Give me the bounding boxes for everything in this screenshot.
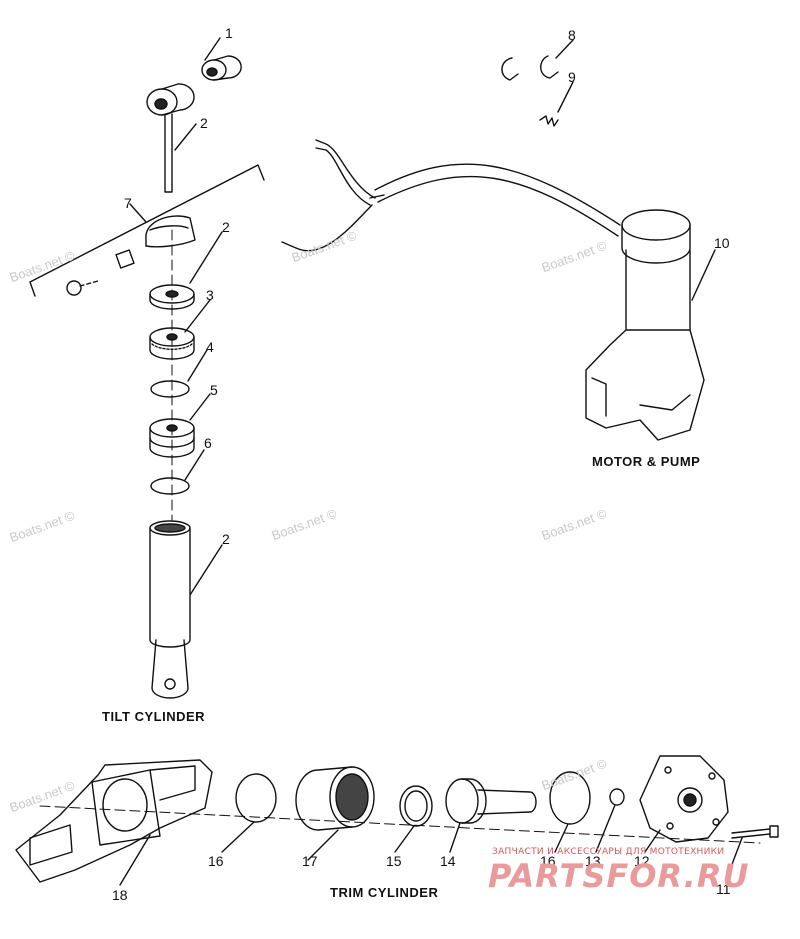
- part-oring-6: [150, 477, 190, 495]
- callout-number: 11: [716, 881, 731, 897]
- callout-number: 1: [225, 25, 233, 41]
- callout-number: 2: [222, 531, 230, 547]
- callout-number: 17: [302, 853, 318, 869]
- caption-trim-cylinder: TRIM CYLINDER: [330, 885, 439, 900]
- part-bushing-1: [201, 55, 242, 81]
- part-piston-rod-14: [445, 778, 537, 824]
- callout-number: 3: [206, 287, 214, 303]
- part-harness: [281, 139, 621, 252]
- part-pin-2: [146, 83, 195, 193]
- callout-number: 4: [206, 339, 214, 355]
- part-cylinder-2: [149, 520, 191, 699]
- partner-tagline: ЗАПЧАСТИ И АКСЕССУАРЫ ДЛЯ МОТОТЕХНИКИ: [492, 847, 725, 857]
- callout-number: 8: [568, 27, 576, 43]
- callout-number: 13: [585, 853, 601, 869]
- caption-motor-pump: MOTOR & PUMP: [592, 454, 701, 469]
- part-housing-18: [15, 759, 213, 883]
- callout-number: 16: [208, 853, 224, 869]
- callout-number: 10: [714, 235, 730, 251]
- part-motor-pump-10: [585, 209, 705, 441]
- callout-number: 5: [210, 382, 218, 398]
- part-oring-4: [150, 380, 190, 398]
- callout-number: 7: [124, 195, 132, 211]
- part-bolt-11: [731, 825, 779, 839]
- part-oring-16b: [549, 771, 591, 825]
- partner-logo: PARTSFOR.RU: [488, 857, 750, 895]
- callout-number: 16: [540, 853, 556, 869]
- part-oring-16a: [235, 773, 277, 823]
- part-end-cap-12: [639, 755, 729, 843]
- callout-number: 12: [634, 853, 650, 869]
- part-piston-5: [149, 418, 195, 458]
- callout-number: 2: [200, 115, 208, 131]
- part-washer-2: [149, 284, 195, 310]
- callout-number: 6: [204, 435, 212, 451]
- part-sleeve-17: [295, 766, 375, 831]
- callout-number: 15: [386, 853, 402, 869]
- callout-number: 2: [222, 219, 230, 235]
- part-clamp-7: [66, 215, 196, 296]
- caption-tilt-cylinder: TILT CYLINDER: [102, 709, 206, 724]
- part-spring-9: [539, 115, 559, 127]
- part-cap-3: [149, 327, 195, 360]
- part-oring-13: [609, 788, 625, 806]
- part-clip-8: [501, 55, 559, 81]
- part-ring-15: [399, 785, 433, 827]
- callout-number: 18: [112, 887, 128, 903]
- callout-number: 9: [568, 69, 576, 85]
- callout-number: 14: [440, 853, 456, 869]
